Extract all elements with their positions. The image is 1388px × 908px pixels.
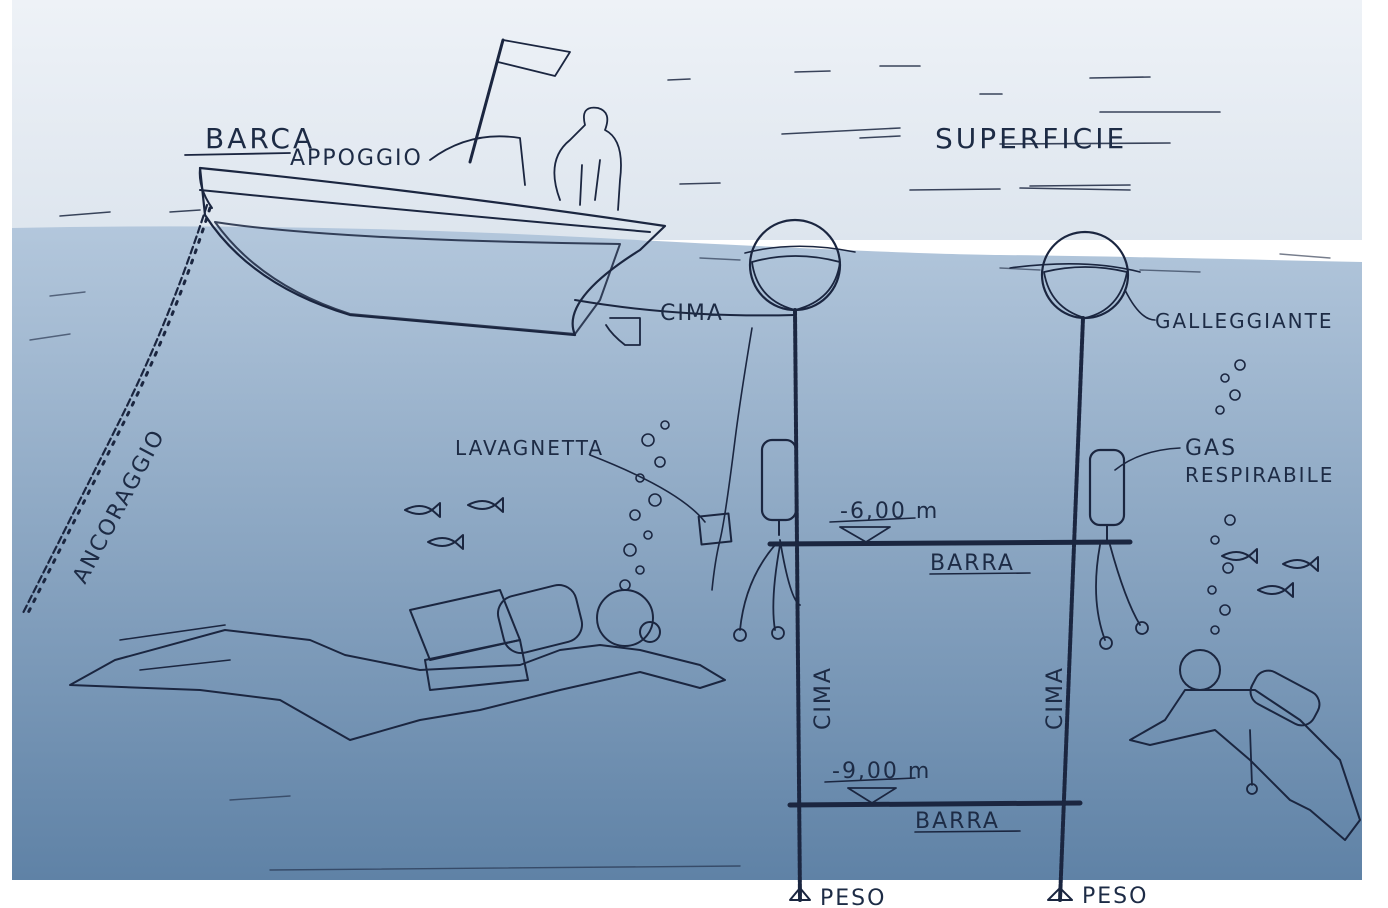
gas-tank-right — [1088, 448, 1149, 650]
support-boat — [198, 38, 667, 346]
weight-left — [789, 887, 811, 901]
slate-label: LAVAGNETTA — [455, 436, 604, 460]
rope-right-label: CIMA — [1043, 666, 1068, 730]
depth-2-line — [824, 777, 916, 783]
diver-right — [1129, 649, 1361, 841]
weight-right-label: PESO — [1082, 884, 1148, 908]
surface-label: SUPERFICIE — [935, 122, 1127, 155]
depth-1-line — [829, 517, 916, 523]
gas-tank-left — [733, 438, 801, 642]
fish-group-right — [1221, 548, 1319, 598]
depth-marker-9m — [847, 787, 897, 804]
depth-marker-6m — [839, 526, 891, 543]
bubbles-right — [1207, 359, 1246, 635]
weight-right — [1047, 887, 1073, 901]
bar-1-underline — [929, 572, 1031, 575]
bar-lower-label: BARRA — [915, 809, 1000, 834]
bar-upper-label: BARRA — [930, 551, 1015, 576]
gas-leader-line — [1114, 447, 1181, 471]
diver-left — [69, 584, 726, 741]
boat-label-underline — [184, 152, 291, 156]
boat-to-float-rope — [574, 299, 796, 317]
bubbles-left — [619, 420, 670, 591]
boat-label: BARCA — [205, 122, 315, 155]
rope-top-label: CIMA — [660, 301, 724, 326]
sky-area — [12, 0, 1362, 240]
bar-lower — [787, 800, 1083, 808]
slate-leader-line — [589, 454, 706, 523]
water-strokes — [29, 253, 1331, 871]
slate — [697, 512, 733, 546]
depth-9m-label: -9,00 m — [832, 759, 931, 784]
bar-upper — [767, 539, 1133, 547]
bar-2-underline — [914, 830, 1021, 833]
slate-line — [711, 327, 753, 591]
fish-group-left — [404, 497, 504, 550]
sea-area — [12, 226, 1362, 880]
sky-strokes — [59, 65, 1221, 217]
rope-left — [793, 308, 802, 902]
anchor-chain — [20, 203, 212, 619]
depth-6m-label: -6,00 m — [840, 499, 939, 524]
float-leader-line — [1124, 289, 1156, 321]
gas-label-line2: RESPIRABILE — [1185, 463, 1334, 487]
float-label: GALLEGGIANTE — [1155, 309, 1334, 333]
weight-left-label: PESO — [820, 886, 886, 908]
gas-label-line1: GAS — [1185, 436, 1237, 461]
float-right — [1009, 230, 1141, 320]
rope-left-label: CIMA — [811, 666, 836, 730]
boat-sub-label: APPOGGIO — [290, 146, 423, 171]
